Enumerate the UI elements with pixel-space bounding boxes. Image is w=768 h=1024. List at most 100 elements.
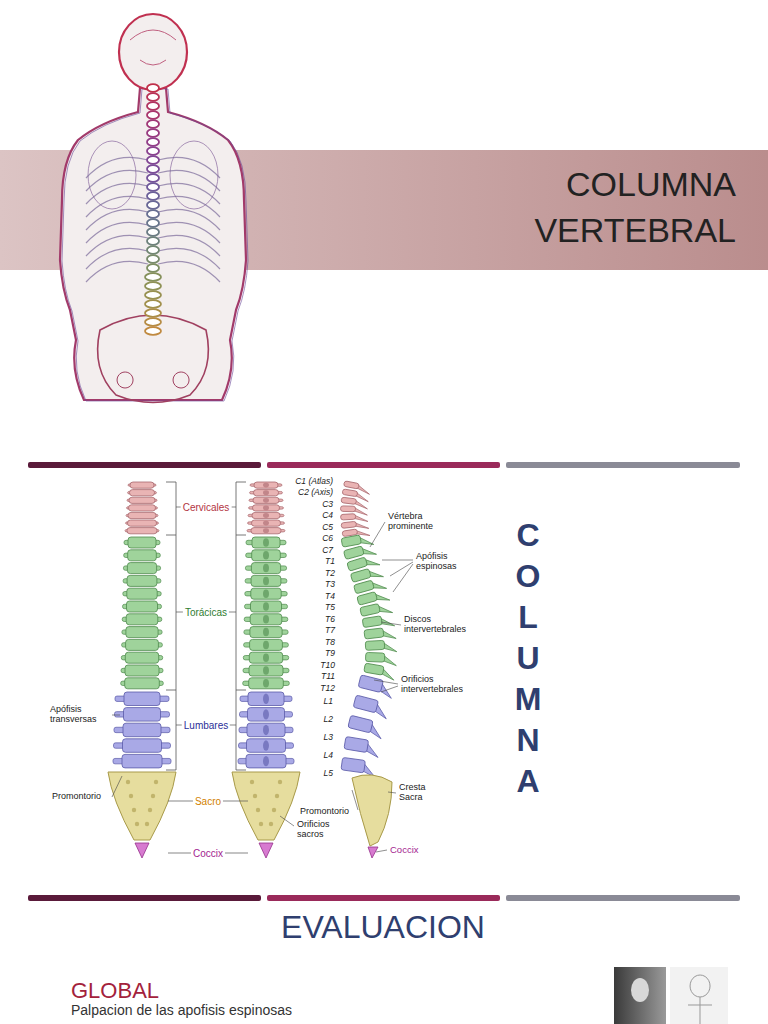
vertebra bbox=[124, 692, 160, 706]
sacral-foramen bbox=[135, 822, 139, 826]
vertebra-number: T9 bbox=[325, 649, 335, 658]
spinous-process bbox=[263, 641, 269, 649]
sacral-foramen bbox=[278, 780, 282, 784]
figure-vertebra bbox=[147, 129, 159, 137]
part-label: Discos intervertebrales bbox=[404, 615, 470, 635]
vertebra bbox=[251, 575, 281, 586]
leader-line bbox=[370, 522, 385, 547]
sketch-thumbnail bbox=[670, 967, 728, 1024]
bracket-tick bbox=[166, 690, 176, 691]
spinous-process bbox=[263, 589, 269, 597]
part-label: Orificios intervertebrales bbox=[401, 675, 471, 695]
vertebra-number: C7 bbox=[322, 546, 333, 555]
spinous-process bbox=[263, 564, 269, 572]
spinous-process bbox=[263, 725, 269, 735]
rib bbox=[86, 157, 148, 178]
sacral-foramen bbox=[145, 822, 149, 826]
vertebra bbox=[129, 497, 155, 503]
divider-bar bbox=[267, 895, 500, 901]
rib bbox=[158, 183, 220, 204]
figure-vertebra bbox=[147, 264, 159, 272]
figure-vertebra bbox=[147, 210, 159, 218]
vertebra bbox=[123, 723, 161, 737]
vertebra bbox=[344, 481, 360, 489]
part-label: Vértebra prominente bbox=[388, 512, 446, 532]
figure-vertebra bbox=[147, 138, 159, 146]
lateral-vertebra bbox=[352, 695, 390, 719]
vertebra-number: T7 bbox=[325, 626, 335, 635]
vertebra bbox=[364, 628, 384, 639]
vertebra bbox=[246, 754, 286, 768]
vertebra bbox=[341, 757, 365, 773]
vertebra bbox=[125, 652, 158, 663]
rib bbox=[86, 183, 148, 204]
divider-bar bbox=[28, 895, 261, 901]
vertebra bbox=[357, 592, 378, 606]
vertebra bbox=[126, 627, 158, 638]
sacral-foramen bbox=[129, 794, 133, 798]
section-heading: EVALUACION bbox=[281, 910, 485, 945]
vertebra bbox=[342, 489, 358, 497]
vertebra bbox=[127, 528, 157, 534]
rib bbox=[86, 196, 148, 217]
vertebra-number: L1 bbox=[324, 697, 333, 706]
vertebra bbox=[344, 736, 369, 752]
spinous-process bbox=[263, 490, 269, 495]
vertebra-number: T6 bbox=[325, 615, 335, 624]
vertebra bbox=[122, 754, 162, 768]
lateral-vertebra bbox=[364, 627, 396, 642]
vertebra bbox=[341, 521, 357, 528]
spinous-process bbox=[263, 551, 269, 559]
vertebra bbox=[125, 678, 160, 689]
sacrum bbox=[232, 772, 300, 840]
vertical-heading: COLUMNA bbox=[512, 515, 544, 802]
vertebra-number: C6 bbox=[322, 534, 333, 543]
vertebra bbox=[126, 639, 159, 650]
back-figure bbox=[60, 14, 248, 403]
vertebra-number: C1 (Atlas) bbox=[295, 477, 333, 486]
vertebra bbox=[247, 739, 286, 753]
vertebra-number: T10 bbox=[320, 661, 335, 670]
part-label: Apófisis espinosas bbox=[416, 552, 468, 572]
vertebra bbox=[130, 490, 155, 496]
bracket-line bbox=[236, 482, 237, 770]
sacral-foramen bbox=[256, 808, 260, 812]
vertebra-number: T12 bbox=[320, 684, 335, 693]
figure-vertebra bbox=[145, 273, 161, 281]
spinous-process bbox=[263, 506, 269, 511]
leader-line bbox=[381, 686, 398, 692]
spinous-process bbox=[263, 756, 269, 766]
vertebra bbox=[353, 695, 378, 713]
figure-vertebra bbox=[147, 192, 159, 200]
bracket-line bbox=[176, 482, 177, 770]
vertebra bbox=[126, 614, 158, 625]
vertebra bbox=[124, 708, 161, 722]
spinous-process bbox=[263, 709, 269, 719]
vertebra bbox=[249, 652, 282, 663]
vertebra bbox=[250, 639, 283, 650]
vertebra bbox=[358, 675, 383, 693]
sacral-foramen bbox=[126, 780, 130, 784]
figure-vertebra bbox=[145, 300, 161, 308]
figure-vertebra bbox=[147, 165, 159, 173]
figure-vertebra bbox=[147, 120, 159, 128]
vertebra bbox=[249, 665, 283, 676]
rib bbox=[86, 209, 148, 230]
vertebra-number: C2 (Axis) bbox=[298, 488, 333, 497]
lateral-vertebra bbox=[347, 715, 385, 739]
vertebra-number: L3 bbox=[324, 733, 333, 742]
leader-line bbox=[352, 790, 358, 810]
spinous-process bbox=[263, 653, 269, 661]
spine-front-view bbox=[108, 482, 176, 858]
leader-line bbox=[382, 560, 413, 561]
head-sketch bbox=[130, 30, 176, 65]
figure-vertebra bbox=[147, 84, 159, 92]
bracket-tick bbox=[236, 535, 246, 536]
body-outline-sketch bbox=[62, 89, 248, 401]
part-label: Cresta Sacra bbox=[399, 783, 437, 803]
vertebra-number: T1 bbox=[325, 557, 335, 566]
vertebra bbox=[343, 546, 364, 560]
sacral-foramen bbox=[250, 780, 254, 784]
vertebra-number: T11 bbox=[321, 672, 335, 681]
